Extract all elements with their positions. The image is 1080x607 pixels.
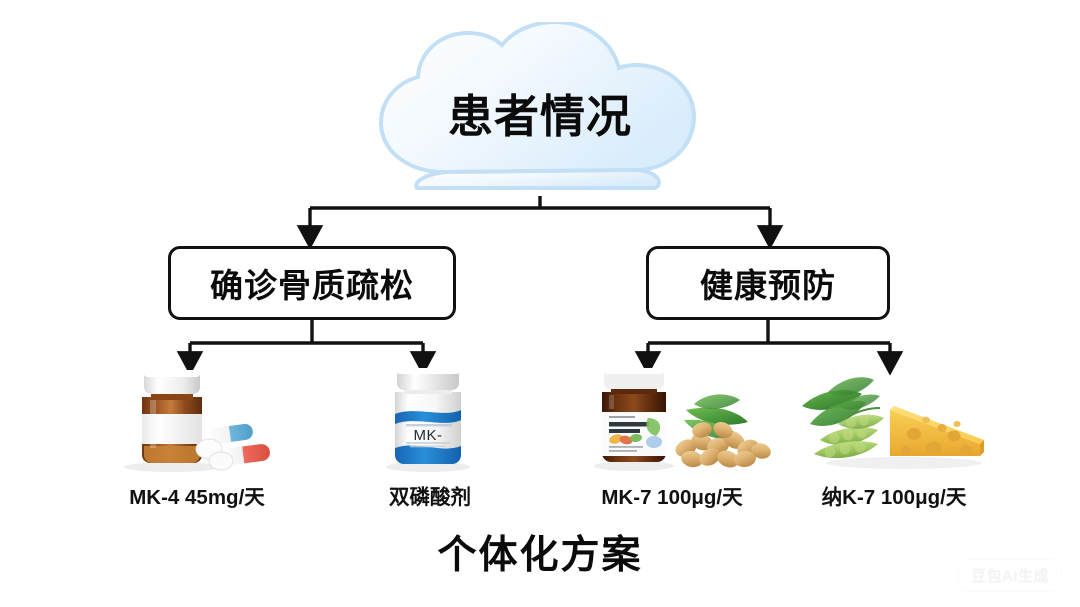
leaf-item-nak7[interactable]: 纳K-7 100μg/天 <box>794 362 994 510</box>
leaf-label-nak7: 纳K-7 100μg/天 <box>821 486 967 509</box>
footer-title: 个体化方案 <box>437 534 643 577</box>
white-blue-label-bottle-icon: MK- <box>340 362 520 472</box>
root-cloud-node[interactable]: 患者情况 <box>355 22 725 194</box>
leaf-item-mk7[interactable]: MK-7 100μg/天 <box>568 362 776 510</box>
branch-box-diagnosed[interactable]: 确诊骨质疏松 <box>168 246 456 320</box>
leaf-label-bisphosphonate: 双磷酸剂 <box>389 486 471 509</box>
watermark-text: 豆包AI生成 <box>970 568 1049 585</box>
leaf-item-bisphosphonate[interactable]: MK- 双磷酸剂 <box>340 362 520 510</box>
branch-label-prevention: 健康预防 <box>700 267 836 304</box>
supplement-bottle-with-soybeans-icon <box>568 362 776 472</box>
leaf-item-mk4[interactable]: MK-4 45mg/天 <box>104 362 290 510</box>
svg-text:MK-: MK- <box>414 427 443 444</box>
root-cloud-label: 患者情况 <box>447 90 632 142</box>
leaf-label-mk7: MK-7 100μg/天 <box>601 486 743 509</box>
soybean-pods-and-cheese-icon <box>794 362 994 472</box>
watermark-badge: 豆包AI生成 <box>957 559 1062 592</box>
branch-label-diagnosed: 确诊骨质疏松 <box>210 267 414 304</box>
amber-pill-bottle-with-tablets-icon <box>104 362 290 472</box>
branch-box-prevention[interactable]: 健康预防 <box>646 246 890 320</box>
cloud-shape-icon <box>378 22 697 190</box>
leaf-label-mk4: MK-4 45mg/天 <box>129 486 265 509</box>
